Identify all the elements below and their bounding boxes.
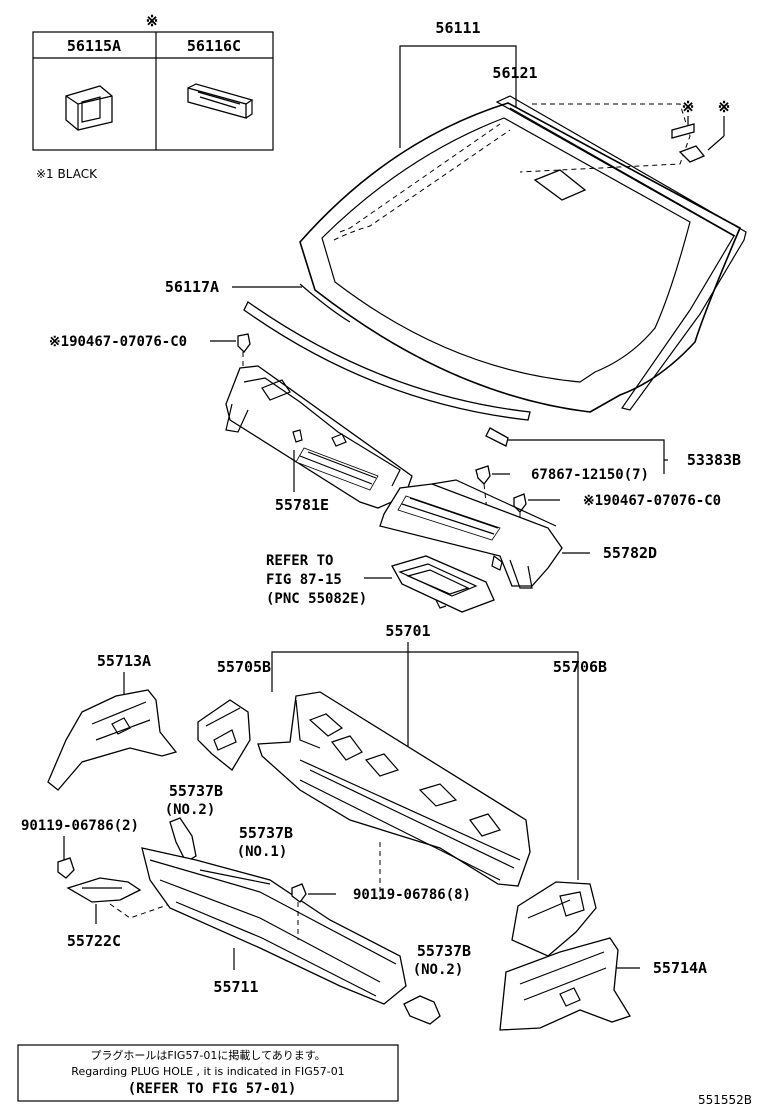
label-55782d: 55782D bbox=[603, 544, 657, 562]
air-duct-55082e bbox=[391, 555, 495, 613]
label-55701: 55701 bbox=[385, 622, 430, 640]
cowl-side-55713a bbox=[47, 689, 178, 791]
label-55705b: 55705B bbox=[217, 658, 271, 676]
leader-55701 bbox=[271, 651, 579, 880]
label-55737b-upper: 55737B bbox=[169, 782, 223, 800]
label-55737b-lower: 55737B bbox=[417, 942, 471, 960]
refer-line1: REFER TO bbox=[266, 553, 333, 569]
label-56111: 56111 bbox=[435, 19, 480, 37]
windshield-glass bbox=[299, 95, 747, 413]
seal-55737b-no2-lower bbox=[403, 995, 441, 1025]
bolt-90119-right bbox=[291, 883, 307, 903]
label-55781e: 55781E bbox=[275, 496, 329, 514]
label-no1: (NO.1) bbox=[237, 844, 288, 860]
bracket-55706b bbox=[511, 881, 597, 957]
refer-line3: (PNC 55082E) bbox=[266, 591, 367, 607]
cowl-top-right-55782d bbox=[379, 479, 563, 589]
label-55706b: 55706B bbox=[553, 658, 607, 676]
refer-line2: FIG 87-15 bbox=[266, 572, 342, 588]
label-90119-left: 90119-06786(2) bbox=[21, 818, 139, 834]
seal-55737b-no2-upper bbox=[169, 817, 197, 863]
dash-panel-55701 bbox=[257, 691, 531, 887]
label-no2-upper: (NO.2) bbox=[165, 802, 216, 818]
cowl-panel-55711 bbox=[141, 847, 407, 1005]
inset-col2-label: 56116C bbox=[187, 37, 241, 55]
clip-56115a-drawing bbox=[65, 85, 113, 131]
clip-67867: 67867-12150(7) bbox=[475, 460, 665, 485]
clip-90467-right: ※190467-07076-C0 bbox=[483, 483, 721, 540]
leader-56111 bbox=[399, 45, 517, 148]
label-55713a: 55713A bbox=[97, 652, 151, 670]
footer-line3: (REFER TO FIG 57-01) bbox=[128, 1081, 297, 1097]
bolt-90119-left bbox=[57, 857, 75, 879]
cowl-top-left-55781e bbox=[225, 365, 413, 509]
cowl-side-55714a bbox=[499, 937, 631, 1031]
mark-clip-b: ※ bbox=[718, 98, 731, 116]
label-55714a: 55714A bbox=[653, 959, 707, 977]
weatherstrip-56117a: 56117A bbox=[165, 278, 531, 421]
inset-note: ※1 BLACK bbox=[36, 167, 98, 181]
label-55737b-mid: 55737B bbox=[239, 824, 293, 842]
footer-note: プラグホールはFIG57-01に掲載してあります。 Regarding PLUG… bbox=[17, 1044, 399, 1102]
footer-line1: プラグホールはFIG57-01に掲載してあります。 bbox=[90, 1048, 325, 1062]
mark-clip-a: ※ bbox=[682, 98, 695, 116]
inset-col1-label: 56115A bbox=[67, 37, 121, 55]
label-90467-left: ※190467-07076-C0 bbox=[49, 334, 187, 350]
figure-code: 551552B bbox=[698, 1093, 752, 1107]
label-90119-right: 90119-06786(8) bbox=[353, 887, 471, 903]
clip-90467-left bbox=[237, 333, 251, 353]
label-56117a: 56117A bbox=[165, 278, 219, 296]
label-55711: 55711 bbox=[213, 978, 258, 996]
glass-clips: ※ ※ bbox=[671, 98, 731, 163]
inset-mark: ※ bbox=[146, 12, 159, 30]
footer-line2: Regarding PLUG HOLE , it is indicated in… bbox=[71, 1065, 344, 1078]
bracket-55705b bbox=[197, 699, 251, 771]
bracket-55722c bbox=[66, 877, 142, 903]
label-55722c: 55722C bbox=[67, 932, 121, 950]
seal-53383b: 53383B bbox=[485, 427, 741, 469]
label-67867: 67867-12150(7) bbox=[531, 467, 649, 483]
label-53383b: 53383B bbox=[687, 451, 741, 469]
inset-box: ※ 56115A 56116C ※1 BLACK bbox=[32, 12, 274, 181]
label-56121: 56121 bbox=[492, 64, 537, 82]
label-no2-lower: (NO.2) bbox=[413, 962, 464, 978]
label-90467-right: ※190467-07076-C0 bbox=[583, 493, 721, 509]
clip-56116c-drawing bbox=[187, 83, 254, 119]
